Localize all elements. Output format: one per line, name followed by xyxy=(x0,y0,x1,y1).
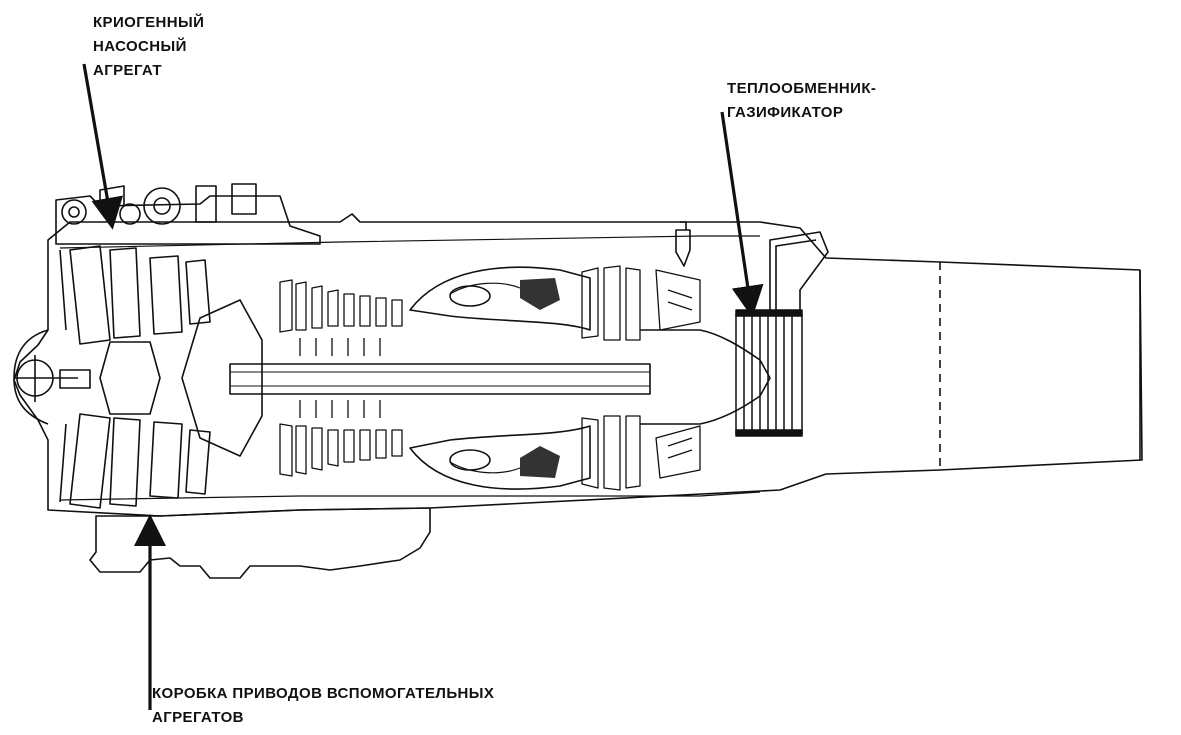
combustor-top xyxy=(409,266,591,331)
fuel-pipe-loop xyxy=(769,231,829,312)
heat-exchanger-leader-arrow xyxy=(720,111,764,318)
turbine-bottom xyxy=(581,415,701,491)
jet-pipe-nozzle xyxy=(939,262,1141,470)
heat-exchanger-label-line-2: ГАЗИФИКАТОР xyxy=(727,104,844,121)
cryogenic-pump-label-line-1: КРИОГЕННЫЙ xyxy=(93,14,205,31)
combustor-bottom xyxy=(409,425,591,490)
accessory-gearbox-label-line-1: КОРОБКА ПРИВОДОВ ВСПОМОГАТЕЛЬНЫХ xyxy=(152,685,495,702)
accessory-gearbox xyxy=(89,507,431,579)
fan-stages-bottom xyxy=(59,413,211,509)
cryogenic-pump-label: КРИОГЕННЫЙ НАСОСНЫЙ АГРЕГАТ xyxy=(93,11,204,83)
hp-compressor-bottom xyxy=(279,400,403,477)
cryogenic-pump-label-line-3: АГРЕГАТ xyxy=(93,62,162,79)
pump-leader-arrow xyxy=(82,63,124,230)
intermediate-case xyxy=(181,299,263,457)
engine-casing-outline xyxy=(13,213,1143,517)
hp-compressor-top xyxy=(279,279,403,356)
inner-casing-line xyxy=(59,235,761,501)
exhaust-cone xyxy=(640,329,771,425)
main-shaft xyxy=(59,363,651,395)
turbine-top xyxy=(581,265,701,341)
cryogenic-pump-unit xyxy=(55,183,321,245)
heat-exchanger-coil xyxy=(735,309,803,437)
accessory-gearbox-label: КОРОБКА ПРИВОДОВ ВСПОМОГАТЕЛЬНЫХ АГРЕГАТ… xyxy=(152,682,494,730)
inlet-spinner xyxy=(13,329,78,425)
fan-stages-top xyxy=(59,245,211,345)
casing-valve xyxy=(675,221,691,267)
heat-exchanger-label-line-1: ТЕПЛООБМЕННИК- xyxy=(727,80,877,97)
heat-exchanger-label: ТЕПЛООБМЕННИК- ГАЗИФИКАТОР xyxy=(727,77,876,125)
cryogenic-pump-label-line-2: НАСОСНЫЙ xyxy=(93,38,187,55)
accessory-gearbox-label-line-2: АГРЕГАТОВ xyxy=(152,709,244,726)
